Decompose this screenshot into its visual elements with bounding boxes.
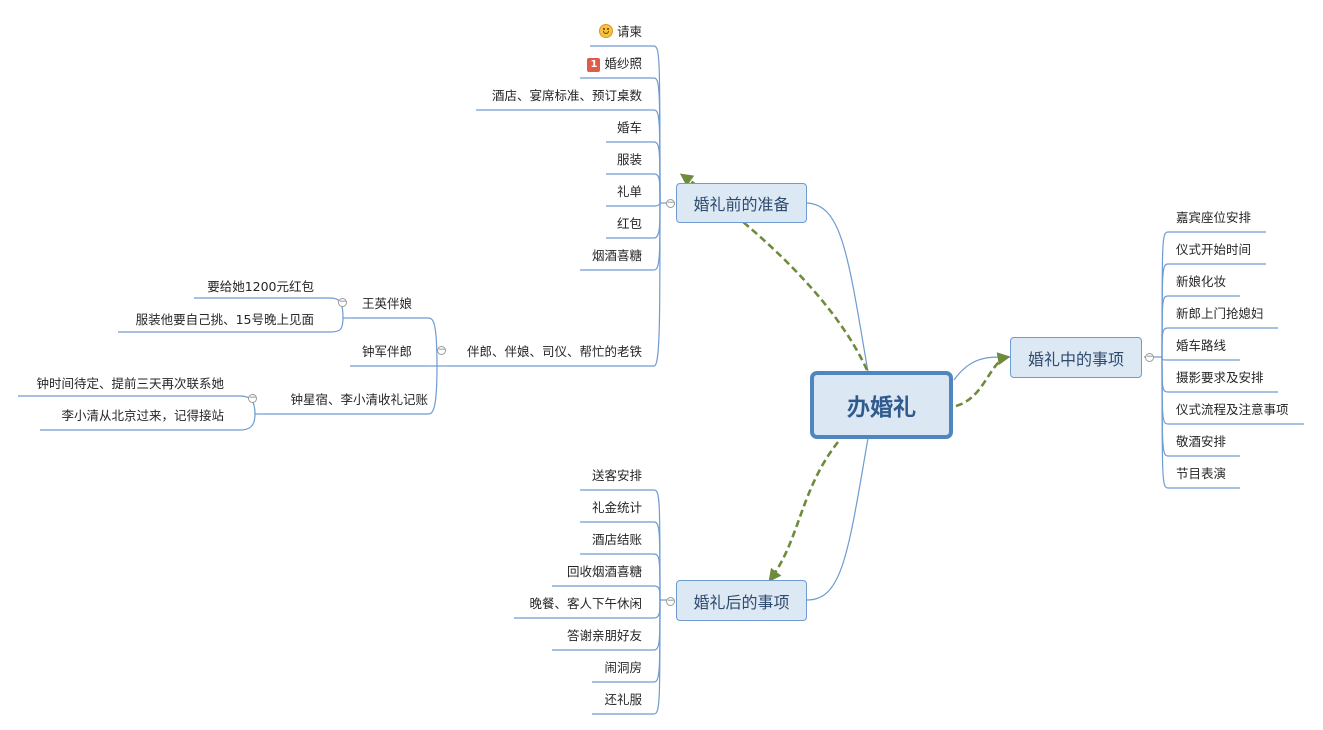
collapse-before-toggle[interactable] [666,199,675,208]
leaf-groomsman[interactable]: 钟军伴郎 [361,344,412,359]
leaf-bridesmaid-note-2[interactable]: 服装他要自己挑、15号晚上见面 [135,312,314,327]
leaf-after-3[interactable]: 酒店结账 [591,532,642,547]
leaf-after-7[interactable]: 闹洞房 [604,660,642,675]
during-branch-lines [1144,231,1304,489]
leaf-mc-note-2[interactable]: 李小清从北京过来，记得接站 [61,408,224,423]
before-branch-lines [653,45,672,367]
leaf-after-2[interactable]: 礼金统计 [591,500,642,515]
leaf-invitation-label: 请柬 [616,24,642,39]
collapse-helpers-toggle[interactable] [437,346,446,355]
collapse-after-toggle[interactable] [666,597,675,606]
leaf-cigarettes-wine-candy[interactable]: 烟酒喜糖 [591,248,642,263]
before-leaf-underlines [448,45,654,367]
leaf-wedding-photo-label: 婚纱照 [604,56,642,71]
leaf-during-9[interactable]: 节目表演 [1176,466,1227,481]
leaf-gift-list[interactable]: 礼单 [616,184,642,199]
leaf-after-5[interactable]: 晚餐、客人下午休闲 [529,596,642,611]
connector-central-after [806,437,869,601]
leaf-mc[interactable]: 钟星宿、李小清收礼记账 [290,392,428,407]
topic-during-wedding[interactable]: 婚礼中的事项 [1010,337,1142,378]
after-branch-lines [514,489,672,715]
leaf-bridesmaid-note-1[interactable]: 要给她1200元红包 [207,279,314,294]
leaf-during-4[interactable]: 新郎上门抢媳妇 [1176,306,1264,321]
leaf-during-3[interactable]: 新娘化妆 [1176,274,1227,289]
leaf-hotel[interactable]: 酒店、宴席标准、预订桌数 [491,88,642,103]
topic-before-wedding[interactable]: 婚礼前的准备 [676,183,807,223]
central-topic-label: 办婚礼 [847,395,916,421]
topic-before-wedding-label: 婚礼前的准备 [693,195,790,214]
leaf-after-1[interactable]: 送客安排 [591,468,642,483]
leaf-red-envelope[interactable]: 红包 [616,216,642,231]
leaf-during-2[interactable]: 仪式开始时间 [1176,242,1252,257]
collapse-bridesmaid-toggle[interactable] [338,298,347,307]
topic-after-wedding[interactable]: 婚礼后的事项 [676,580,807,621]
leaf-during-7[interactable]: 仪式流程及注意事项 [1176,402,1289,417]
leaf-during-5[interactable]: 婚车路线 [1176,338,1227,353]
leaf-mc-note-1[interactable]: 钟时间待定、提前三天再次联系她 [36,376,224,391]
leaf-helpers[interactable]: 伴郎、伴娘、司仪、帮忙的老铁 [466,344,642,359]
leaf-clothing[interactable]: 服装 [616,152,642,167]
arrow-to-during [955,352,1011,408]
arrow-to-after [768,441,840,583]
central-topic[interactable]: 办婚礼 [810,371,953,439]
connector-central-during [953,356,1011,381]
leaf-wedding-car[interactable]: 婚车 [616,120,642,135]
topic-during-wedding-label: 婚礼中的事项 [1027,349,1124,369]
connector-central-before [806,202,869,373]
leaf-after-4[interactable]: 回收烟酒喜糖 [566,564,642,579]
leaf-bridesmaid[interactable]: 王英伴娘 [361,296,412,311]
leaf-during-6[interactable]: 摄影要求及安排 [1176,370,1264,385]
priority-1-icon: 1 [587,58,601,72]
leaf-after-6[interactable]: 答谢亲朋好友 [566,628,642,643]
leaf-during-1[interactable]: 嘉宾座位安排 [1176,210,1252,225]
topic-after-wedding-label: 婚礼后的事项 [693,592,790,612]
leaf-after-8[interactable]: 还礼服 [604,692,642,707]
leaf-during-8[interactable]: 敬酒安排 [1176,434,1227,449]
smiley-icon [598,24,613,38]
collapse-mc-toggle[interactable] [248,394,257,403]
collapse-during-toggle[interactable] [1145,353,1154,362]
leaf-invitation[interactable]: 请柬 [598,23,642,41]
